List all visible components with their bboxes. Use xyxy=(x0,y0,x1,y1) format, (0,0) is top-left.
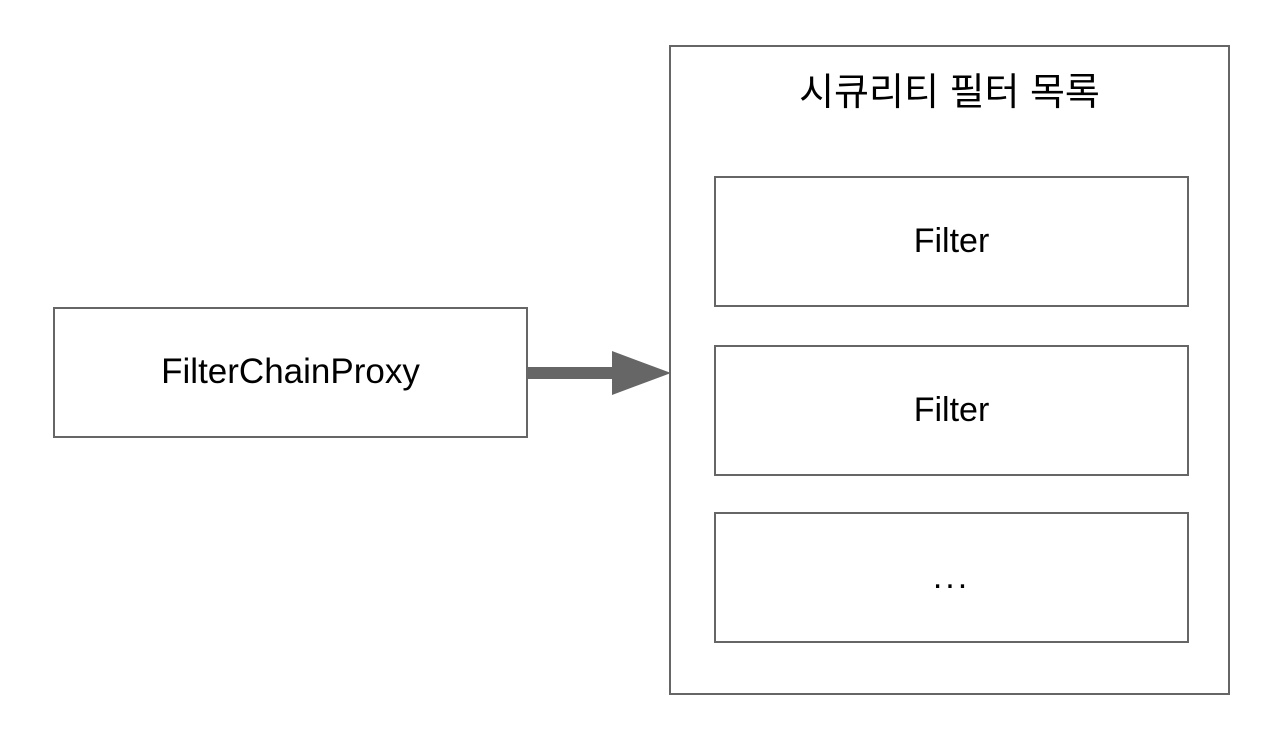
filter-node-ellipsis-label: ... xyxy=(932,558,971,597)
filter-node-1-label: Filter xyxy=(913,221,990,260)
security-filter-list-container: 시큐리티 필터 목록 Filter Filter ... xyxy=(669,45,1230,695)
filter-chain-proxy-label: FilterChainProxy xyxy=(161,352,420,392)
filter-node-2-label: Filter xyxy=(913,390,990,429)
arrow-right-icon xyxy=(528,351,671,395)
security-filter-list-title: 시큐리티 필터 목록 xyxy=(799,72,1100,114)
filter-node-ellipsis[interactable]: ... xyxy=(714,512,1189,643)
filter-node-1[interactable]: Filter xyxy=(714,176,1189,307)
filter-node-2[interactable]: Filter xyxy=(714,345,1189,476)
filter-chain-proxy-node[interactable]: FilterChainProxy xyxy=(53,307,528,438)
